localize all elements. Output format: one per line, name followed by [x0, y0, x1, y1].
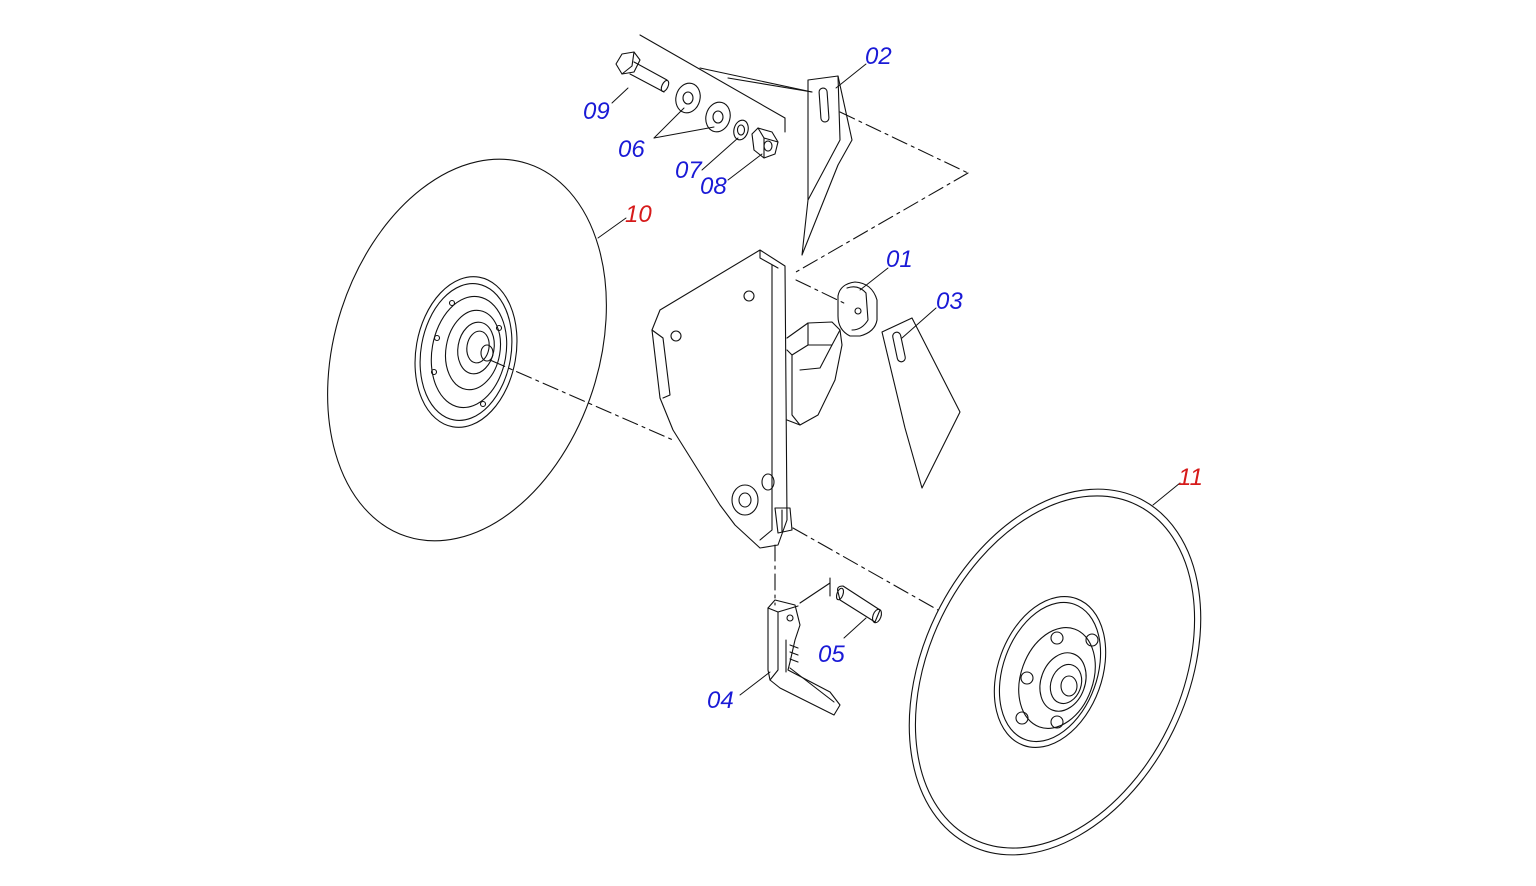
callout-labels: 02 09 06 07 08 10 01 03 11 05 04	[583, 43, 1203, 714]
leader-lines	[597, 63, 1181, 696]
callout-07: 07	[675, 157, 703, 184]
callout-09: 09	[583, 98, 610, 125]
assembly-lines	[489, 34, 969, 611]
callout-02: 02	[865, 43, 892, 70]
callout-03: 03	[936, 288, 963, 315]
part-04[interactable]	[767, 599, 841, 716]
callout-05: 05	[818, 641, 845, 668]
disc-10[interactable]	[281, 123, 653, 577]
callout-11: 11	[1178, 464, 1203, 491]
callout-10: 10	[625, 201, 652, 228]
callout-01: 01	[886, 246, 913, 273]
part-06[interactable]	[673, 80, 734, 134]
callout-06: 06	[618, 136, 645, 163]
part-05[interactable]	[835, 585, 883, 624]
frame[interactable]	[651, 249, 843, 549]
callout-08: 08	[700, 173, 727, 200]
part-09[interactable]	[615, 51, 670, 93]
part-03[interactable]	[881, 317, 961, 489]
part-07[interactable]	[732, 119, 751, 142]
callout-04: 04	[707, 687, 734, 714]
part-08[interactable]	[751, 127, 779, 159]
part-01[interactable]	[837, 281, 878, 337]
disc-11[interactable]	[852, 441, 1258, 886]
part-02[interactable]	[801, 75, 853, 256]
